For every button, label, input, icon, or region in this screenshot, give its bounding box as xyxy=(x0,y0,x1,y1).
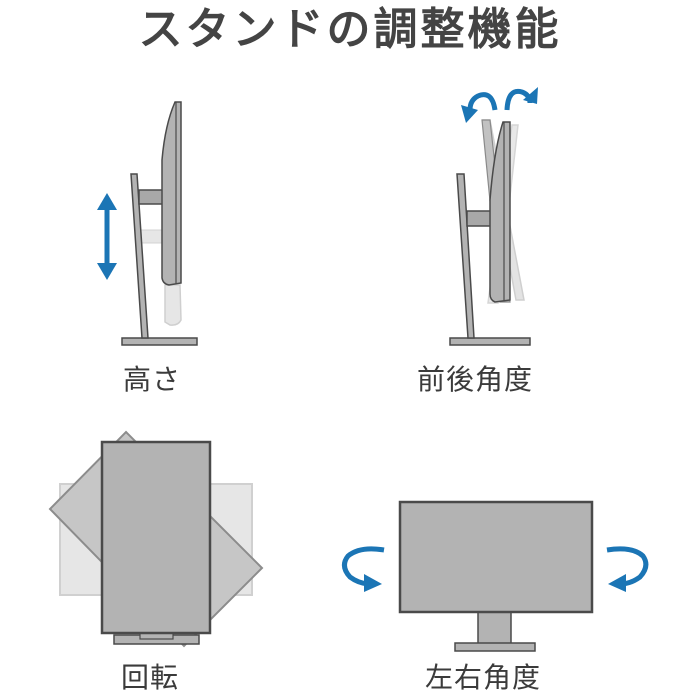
pivot-illustration xyxy=(48,430,264,648)
tilt-arrows-icon xyxy=(461,87,538,123)
feature-label-tilt: 前後角度 xyxy=(417,363,534,396)
feature-label-pivot: 回転 xyxy=(121,661,180,694)
height-illustration xyxy=(97,101,198,346)
feature-label-height: 高さ xyxy=(123,363,182,396)
swivel-illustration xyxy=(342,500,649,652)
height-adjust-arrow-icon xyxy=(97,193,117,280)
feature-label-swivel: 左右角度 xyxy=(425,661,542,694)
tilt-illustration xyxy=(449,87,538,346)
page-title: スタンドの調整機能 xyxy=(138,4,562,55)
swivel-arrows-icon xyxy=(342,546,649,592)
